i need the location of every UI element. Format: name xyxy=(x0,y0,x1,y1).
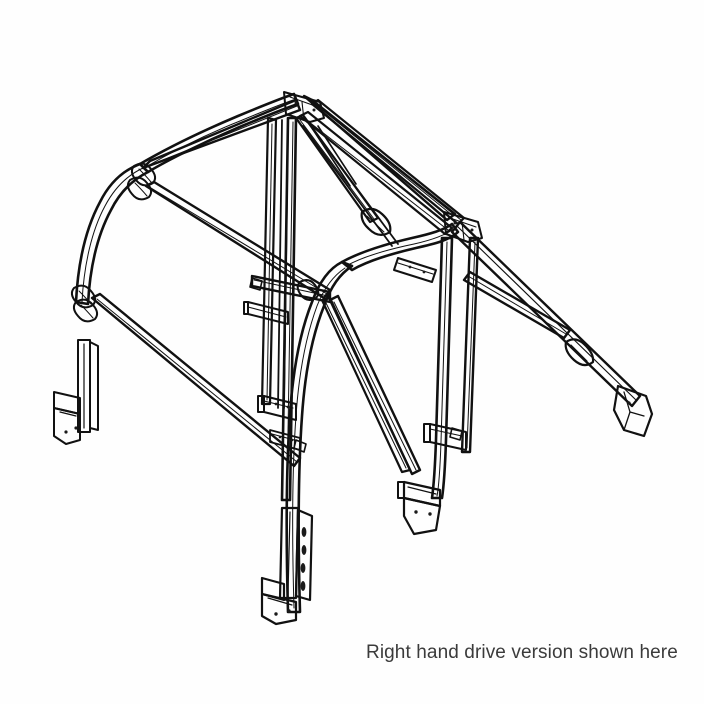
foot-plate-front-centre xyxy=(260,576,298,626)
harness-bar-bracket-right xyxy=(393,257,437,283)
door-bar-left xyxy=(90,292,302,468)
foot-plate-front-left xyxy=(53,391,81,445)
harness-bar-bracket xyxy=(243,301,289,325)
foot-plate-rear-centre xyxy=(397,480,442,536)
tube-collar-hoop-left-lower xyxy=(126,176,153,201)
main-hoop xyxy=(285,211,483,614)
rear-stay-left-inner xyxy=(320,296,412,474)
rear-stay-left xyxy=(328,294,422,476)
internal-upright-left-b xyxy=(277,119,289,409)
door-bar-right xyxy=(462,270,572,340)
corner-joint-plate-rear-apex xyxy=(283,91,325,123)
rear-stay-right xyxy=(450,220,654,438)
gusset-tab-front-leg xyxy=(293,439,307,453)
small-tab-bracket-left xyxy=(249,277,263,291)
slotted-upright-bracket-front-left xyxy=(53,339,99,445)
channel-sill-rail-left xyxy=(257,395,297,421)
rear-leg-right xyxy=(460,236,480,454)
roof-diagonal-brace-c xyxy=(302,123,399,247)
caption-text: Right hand drive version shown here xyxy=(366,642,678,663)
internal-upright-left xyxy=(260,116,278,406)
small-tab-bracket-right xyxy=(449,427,463,441)
roof-diagonal-brace-a xyxy=(298,110,454,236)
corner-joint-plate-front-right xyxy=(443,211,483,243)
slotted-upright-bracket-front-centre xyxy=(260,506,314,626)
tube-collar-leg-left-lower xyxy=(72,298,99,323)
